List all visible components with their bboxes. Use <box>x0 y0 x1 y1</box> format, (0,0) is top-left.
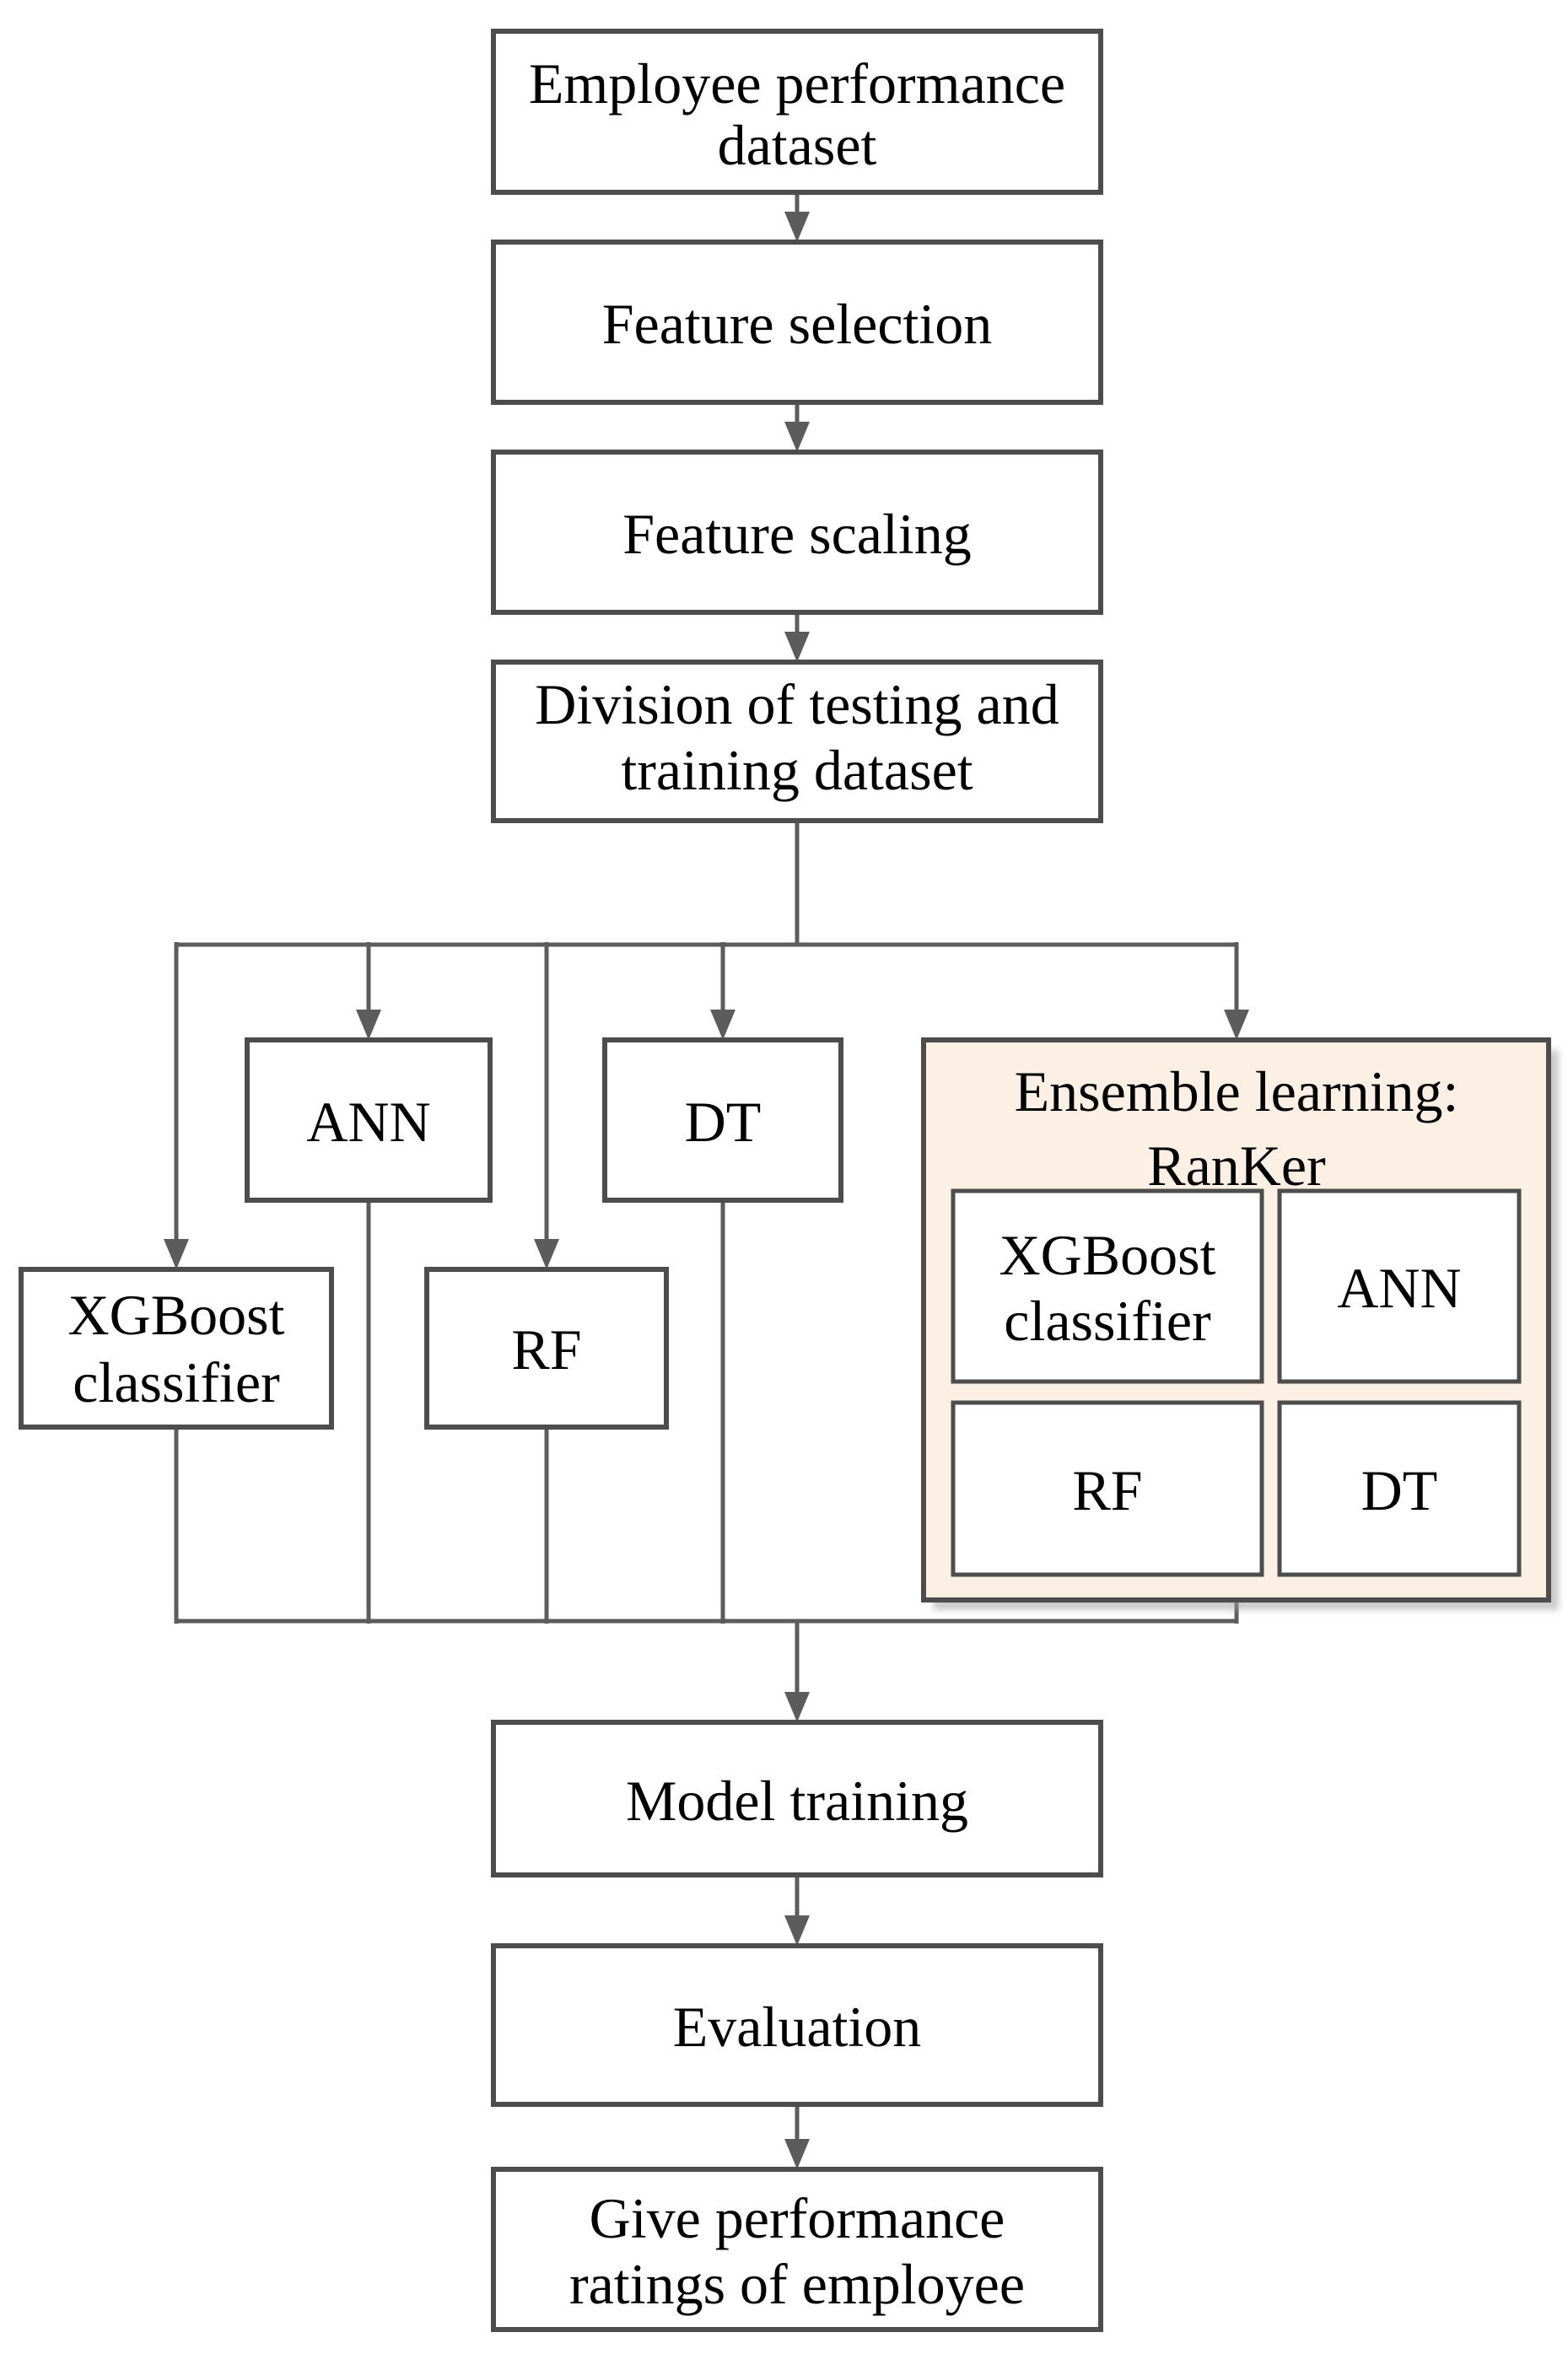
ann-label: ANN <box>306 1090 430 1154</box>
performance-ratings-box <box>491 2167 1103 2332</box>
node-dt: DT <box>602 1037 843 1203</box>
feature-selection-label: Feature selection <box>602 292 993 356</box>
ensemble-rf-label: RF <box>1072 1458 1142 1522</box>
feature-selection-box <box>491 240 1103 405</box>
node-feature-scaling: Feature scaling <box>491 450 1103 615</box>
arrow-to-ann-head <box>356 1010 381 1040</box>
feature-scaling-label: Feature scaling <box>622 502 972 566</box>
arrow-selection-to-scaling-head <box>784 422 810 452</box>
node-model-training: Model training <box>491 1720 1103 1877</box>
node-rf: RF <box>424 1267 669 1430</box>
arrow-to-ensemble-head <box>1224 1010 1249 1040</box>
arrow-scaling-to-division-head <box>784 632 810 662</box>
ann-box <box>245 1037 493 1203</box>
node-performance-ratings: Give performance ratings of employee <box>491 2167 1103 2332</box>
arrow-dataset-to-selection-head <box>784 212 810 242</box>
ensemble-ann-label: ANN <box>1337 1256 1461 1320</box>
node-division-dataset: Division of testing and training dataset <box>491 660 1103 823</box>
node-ann: ANN <box>245 1037 493 1203</box>
ensemble-xgboost-label-line1: XGBoost <box>1000 1223 1216 1287</box>
arrow-evaluation-to-ratings-head <box>784 2139 810 2169</box>
ensemble-rf-box <box>951 1400 1264 1577</box>
employee-dataset-label-line2: dataset <box>718 113 877 177</box>
ensemble-member-rf: RF <box>951 1400 1264 1577</box>
ensemble-member-dt: DT <box>1277 1400 1522 1577</box>
evaluation-label: Evaluation <box>673 1995 922 2059</box>
node-ensemble-ranker: Ensemble learning: RanKer XGBoost classi… <box>921 1037 1559 1610</box>
ensemble-dt-box <box>1277 1400 1522 1577</box>
evaluation-box <box>491 1943 1103 2107</box>
ensemble-title-line2: RanKer <box>1147 1134 1326 1198</box>
node-feature-selection: Feature selection <box>491 240 1103 405</box>
rf-label: RF <box>511 1317 581 1382</box>
xgboost-classifier-label-line1: XGBoost <box>68 1283 285 1347</box>
dt-label: DT <box>685 1090 762 1154</box>
model-training-box <box>491 1720 1103 1877</box>
arrow-training-to-evaluation-head <box>784 1915 810 1946</box>
ensemble-member-ann: ANN <box>1277 1188 1522 1384</box>
xgboost-classifier-label-line2: classifier <box>73 1350 280 1414</box>
arrow-to-dt-head <box>710 1010 736 1040</box>
division-dataset-label-line2: training dataset <box>621 738 973 802</box>
arrow-to-model-training-head <box>784 1692 810 1722</box>
node-xgboost-classifier: XGBoost classifier <box>19 1267 334 1430</box>
model-training-label: Model training <box>626 1769 968 1833</box>
dt-box <box>602 1037 843 1203</box>
arrow-to-xgboost-head <box>164 1239 189 1269</box>
ensemble-xgboost-box <box>951 1188 1264 1384</box>
employee-dataset-label-line1: Employee performance <box>529 51 1065 116</box>
xgboost-classifier-box <box>19 1267 334 1430</box>
ensemble-title-line1: Ensemble learning: <box>1015 1059 1459 1123</box>
rf-box <box>424 1267 669 1430</box>
feature-scaling-box <box>491 450 1103 615</box>
ensemble-member-xgboost: XGBoost classifier <box>951 1188 1264 1384</box>
division-dataset-box <box>491 660 1103 823</box>
node-evaluation: Evaluation <box>491 1943 1103 2107</box>
arrow-to-rf-head <box>534 1239 559 1269</box>
performance-ratings-label-line1: Give performance <box>590 2186 1005 2250</box>
employee-dataset-box <box>491 29 1103 195</box>
division-dataset-label-line1: Division of testing and <box>535 672 1059 736</box>
ensemble-dt-label: DT <box>1361 1458 1438 1522</box>
ensemble-xgboost-label-line2: classifier <box>1004 1289 1211 1353</box>
ensemble-ann-box <box>1277 1188 1522 1384</box>
connectors <box>164 192 1249 2169</box>
performance-ratings-label-line2: ratings of employee <box>569 2252 1025 2316</box>
node-employee-dataset: Employee performance dataset <box>491 29 1103 195</box>
